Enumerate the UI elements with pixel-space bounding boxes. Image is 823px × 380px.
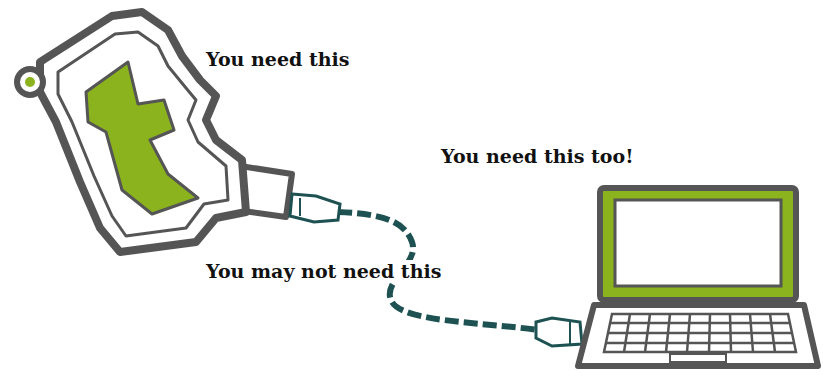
label-text: You may not need this: [203, 260, 444, 283]
label-text: You need this: [203, 48, 352, 71]
label-text: You need this too!: [438, 145, 637, 168]
laptop: [578, 188, 818, 366]
